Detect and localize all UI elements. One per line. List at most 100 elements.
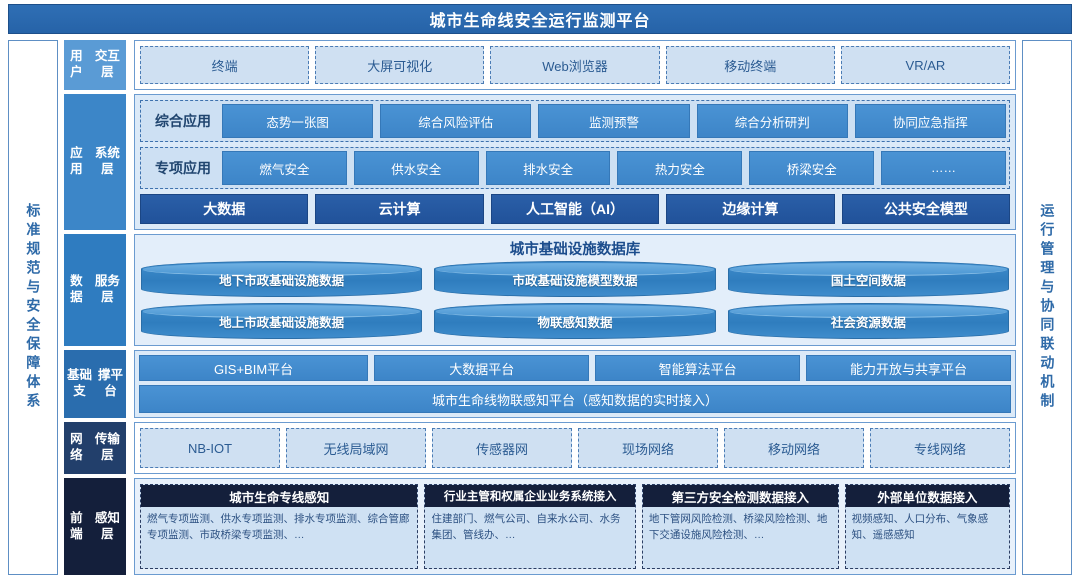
application-row-label: 专项应用 [155, 160, 211, 176]
page-title: 城市生命线安全运行监测平台 [8, 4, 1072, 34]
database-row: 地下市政基础设施数据 市政基础设施模型数据 国土空间数据 [141, 261, 1009, 297]
database-cylinder-[interactable]: 国土空间数据 [727, 261, 1009, 297]
platform-chip-[interactable]: 智能算法平台 [595, 355, 801, 381]
operations-coordination-mechanism-label: 运行管理与协同联动机制 [1039, 203, 1056, 412]
layer-label-line: 基础支 [66, 368, 92, 398]
application-row-specialized: 专项应用燃气安全供水安全排水安全热力安全桥梁安全…… [140, 147, 1010, 189]
database-cylinder-label: 社会资源数据 [830, 315, 906, 330]
layer-label-line: 交互层 [94, 49, 120, 79]
sensing-source-box-1[interactable]: 城市生命专线感知燃气专项监测、供水专项监测、排水专项监测、综合管廊专项监测、市政… [140, 484, 419, 569]
sensing-source-box-4[interactable]: 外部单位数据接入视频感知、人口分布、气象感知、遥感感知 [844, 484, 1010, 569]
sensing-source-box-2[interactable]: 行业主管和权属企业业务系统接入住建部门、燃气公司、自来水公司、水务集团、管线办、… [424, 484, 636, 569]
layer-frontend-sensing: 前端感知层 城市生命专线感知燃气专项监测、供水专项监测、排水专项监测、综合管廊专… [64, 478, 1016, 575]
layer-body-data-service: 城市基础设施数据库 地下市政基础设施数据 市政基础设施模型数据 国土空间数据地上市政… [134, 234, 1016, 346]
layer-label-line: 前端 [70, 510, 83, 541]
ui-chip-vr-ar[interactable]: VR/AR [840, 46, 1011, 84]
layer-label-data-service: 数据服务层 [64, 234, 126, 346]
application-row-chips: 燃气安全供水安全排水安全热力安全桥梁安全…… [222, 151, 1006, 185]
app-chip-[interactable]: …… [881, 151, 1006, 185]
sensing-source-description: 燃气专项监测、供水专项监测、排水专项监测、综合管廊专项监测、市政桥梁专项监测、… [147, 513, 410, 541]
layer-body-application-system: 综合应用态势一张图综合风险评估监测预警综合分析研判协同应急指挥专项应用燃气安全供… [134, 94, 1016, 230]
database-cylinder-[interactable]: 物联感知数据 [434, 303, 716, 339]
ui-chip-[interactable]: 移动终端 [665, 46, 835, 84]
layer-label-support-platform: 基础支撑平台 [64, 350, 126, 418]
layer-label-line: 服务层 [94, 274, 120, 304]
app-chip-[interactable]: 协同应急指挥 [854, 104, 1007, 138]
app-chip-[interactable]: 供水安全 [353, 151, 479, 185]
sensing-source-box-3[interactable]: 第三方安全检测数据接入地下管网风险检测、桥梁风险检测、地下交通设施风险检测、… [641, 484, 839, 569]
platform-chip-gis-bim[interactable]: GIS+BIM平台 [139, 355, 369, 381]
sensing-source-description: 住建部门、燃气公司、自来水公司、水务集团、管线办、… [431, 513, 621, 541]
database-cylinder-label: 地下市政基础设施数据 [219, 273, 345, 288]
sensing-source-title: 行业主管和权属企业业务系统接入 [425, 485, 635, 507]
application-row-comprehensive: 综合应用态势一张图综合风险评估监测预警综合分析研判协同应急指挥 [140, 100, 1010, 142]
capability-chip-[interactable]: 大数据 [140, 194, 309, 224]
standards-and-security-system-label: 标准规范与安全保障体系 [25, 203, 42, 412]
sensing-source-title: 外部单位数据接入 [845, 485, 1009, 507]
network-chip-[interactable]: 移动网络 [724, 428, 864, 468]
app-chip-[interactable]: 监测预警 [538, 104, 690, 138]
network-chip-[interactable]: 专线网络 [870, 428, 1010, 468]
sensing-source-description: 视频感知、人口分布、气象感知、遥感感知 [851, 513, 989, 541]
app-chip-[interactable]: 桥梁安全 [749, 151, 875, 185]
ui-chip-web[interactable]: Web浏览器 [490, 46, 660, 84]
capability-chip-ai[interactable]: 人工智能（AI） [490, 194, 660, 224]
platform-chip-[interactable]: 大数据平台 [374, 355, 590, 381]
database-cylinder-[interactable]: 社会资源数据 [727, 303, 1009, 339]
application-row-label: 综合应用 [155, 113, 211, 129]
capability-chip-[interactable]: 公共安全模型 [841, 194, 1011, 224]
layer-application-system: 应用系统层 综合应用态势一张图综合风险评估监测预警综合分析研判协同应急指挥专项应… [64, 94, 1016, 230]
database-cylinder-grid: 地下市政基础设施数据 市政基础设施模型数据 国土空间数据地上市政基础设施数据 物联感知… [141, 261, 1009, 339]
ui-chip-[interactable]: 终端 [140, 46, 310, 84]
application-row-container: 综合应用态势一张图综合风险评估监测预警综合分析研判协同应急指挥专项应用燃气安全供… [140, 100, 1010, 189]
app-chip-[interactable]: 排水安全 [485, 151, 611, 185]
application-base-capability-row: 大数据云计算人工智能（AI）边缘计算公共安全模型 [140, 194, 1011, 224]
platform-chip-[interactable]: 能力开放与共享平台 [806, 355, 1011, 381]
database-cylinder-[interactable]: 地下市政基础设施数据 [141, 261, 423, 297]
network-chip-[interactable]: 现场网络 [578, 428, 718, 468]
layer-label-application-system: 应用系统层 [64, 94, 126, 230]
sensing-source-title: 城市生命专线感知 [141, 485, 418, 507]
layer-data-service: 数据服务层 城市基础设施数据库 地下市政基础设施数据 市政基础设施模型数据 国土空间… [64, 234, 1016, 346]
layer-label-line: 系统层 [94, 146, 120, 176]
iot-sensing-platform-bar: 城市生命线物联感知平台（感知数据的实时接入） [139, 385, 1011, 413]
layer-label-line: 传输层 [94, 432, 120, 462]
support-platform-chip-row: GIS+BIM平台大数据平台智能算法平台能力开放与共享平台 [139, 355, 1011, 381]
database-cylinder-[interactable]: 地上市政基础设施数据 [141, 303, 423, 339]
network-chip-nb-iot[interactable]: NB-IOT [140, 428, 280, 468]
app-chip-[interactable]: 燃气安全 [222, 151, 347, 185]
layer-label-line: 撑平台 [97, 368, 123, 398]
database-cylinder-label: 国土空间数据 [830, 273, 906, 288]
app-chip-[interactable]: 热力安全 [617, 151, 743, 185]
app-chip-[interactable]: 综合分析研判 [696, 104, 848, 138]
app-chip-[interactable]: 态势一张图 [222, 104, 374, 138]
layer-label-line: 应用 [70, 146, 83, 176]
layer-support-platform: 基础支撑平台 GIS+BIM平台大数据平台智能算法平台能力开放与共享平台 城市生… [64, 350, 1016, 418]
network-chip-[interactable]: 传感器网 [432, 428, 572, 468]
ui-chip-[interactable]: 大屏可视化 [315, 46, 485, 84]
layer-label-line: 用户 [70, 49, 83, 79]
layer-label-line: 网络 [70, 432, 83, 462]
database-title: 城市基础设施数据库 [509, 242, 641, 258]
standards-and-security-system-panel: 标准规范与安全保障体系 [8, 40, 58, 575]
sensing-source-title: 第三方安全检测数据接入 [642, 485, 838, 507]
layer-body-frontend-sensing: 城市生命专线感知燃气专项监测、供水专项监测、排水专项监测、综合管廊专项监测、市政… [134, 478, 1016, 575]
layer-label-user-interaction: 用户交互层 [64, 40, 126, 90]
layer-body-support-platform: GIS+BIM平台大数据平台智能算法平台能力开放与共享平台 城市生命线物联感知平… [134, 350, 1016, 418]
capability-chip-[interactable]: 边缘计算 [666, 194, 835, 224]
database-cylinder-label: 地上市政基础设施数据 [219, 315, 345, 330]
capability-chip-[interactable]: 云计算 [315, 194, 484, 224]
sensing-source-container: 城市生命专线感知燃气专项监测、供水专项监测、排水专项监测、综合管廊专项监测、市政… [140, 484, 1010, 569]
network-chip-[interactable]: 无线局域网 [286, 428, 426, 468]
layer-label-line: 感知层 [94, 510, 120, 541]
app-chip-[interactable]: 综合风险评估 [380, 104, 532, 138]
application-row-chips: 态势一张图综合风险评估监测预警综合分析研判协同应急指挥 [222, 104, 1007, 138]
database-row: 地上市政基础设施数据 物联感知数据 社会资源数据 [141, 303, 1009, 339]
database-cylinder-[interactable]: 市政基础设施模型数据 [434, 261, 716, 297]
